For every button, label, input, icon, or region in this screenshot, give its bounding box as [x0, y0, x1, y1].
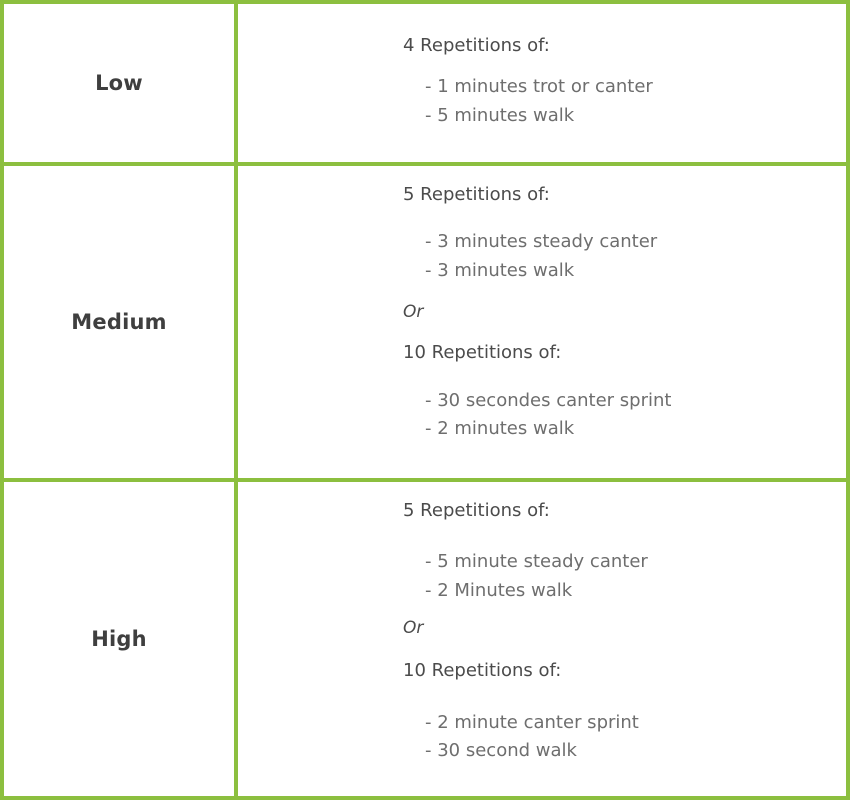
or-separator: Or — [403, 617, 424, 638]
level-label: Low — [95, 70, 143, 95]
repetition-heading: 5 Repetitions of: — [403, 183, 550, 205]
table-row: High 5 Repetitions of: - 5 minute steady… — [4, 482, 846, 796]
list-item: - 1 minutes trot or canter — [425, 76, 653, 98]
level-label: High — [91, 626, 147, 651]
level-cell-medium: Medium — [4, 166, 238, 478]
level-cell-low: Low — [4, 4, 238, 162]
list-item: - 30 second walk — [425, 740, 577, 762]
repetition-heading: 5 Repetitions of: — [403, 499, 550, 521]
list-item: - 30 secondes canter sprint — [425, 389, 672, 411]
list-item: - 2 minutes walk — [425, 418, 575, 440]
list-item: - 3 minutes walk — [425, 260, 575, 281]
step-list: - 2 minute canter sprint - 30 second wal… — [403, 709, 846, 767]
table-row: Low 4 Repetitions of: - 1 minutes trot o… — [4, 4, 846, 166]
level-label: Medium — [71, 309, 167, 334]
step-list: - 3 minutes steady canter - 3 minutes wa… — [403, 228, 846, 286]
list-item: - 3 minutes steady canter — [425, 231, 658, 253]
detail-cell-high: 5 Repetitions of: - 5 minute steady cant… — [238, 482, 846, 796]
list-item: - 2 minute canter sprint — [425, 711, 639, 733]
step-list: - 1 minutes trot or canter - 5 minutes w… — [403, 73, 846, 131]
repetition-heading: 10 Repetitions of: — [403, 660, 562, 682]
detail-cell-low: 4 Repetitions of: - 1 minutes trot or ca… — [238, 4, 846, 162]
or-separator: Or — [403, 301, 424, 322]
table-row: Medium 5 Repetitions of: - 3 minutes ste… — [4, 166, 846, 482]
repetition-heading: 10 Repetitions of: — [403, 342, 562, 364]
list-item: - 5 minutes walk — [425, 105, 575, 127]
repetition-heading: 4 Repetitions of: — [403, 34, 550, 56]
detail-cell-medium: 5 Repetitions of: - 3 minutes steady can… — [238, 166, 846, 478]
step-list: - 5 minute steady canter - 2 Minutes wal… — [403, 548, 846, 606]
list-item: - 5 minute steady canter — [425, 551, 648, 573]
level-cell-high: High — [4, 482, 238, 796]
list-item: - 2 Minutes walk — [425, 580, 573, 601]
step-list: - 30 secondes canter sprint - 2 minutes … — [403, 387, 846, 445]
